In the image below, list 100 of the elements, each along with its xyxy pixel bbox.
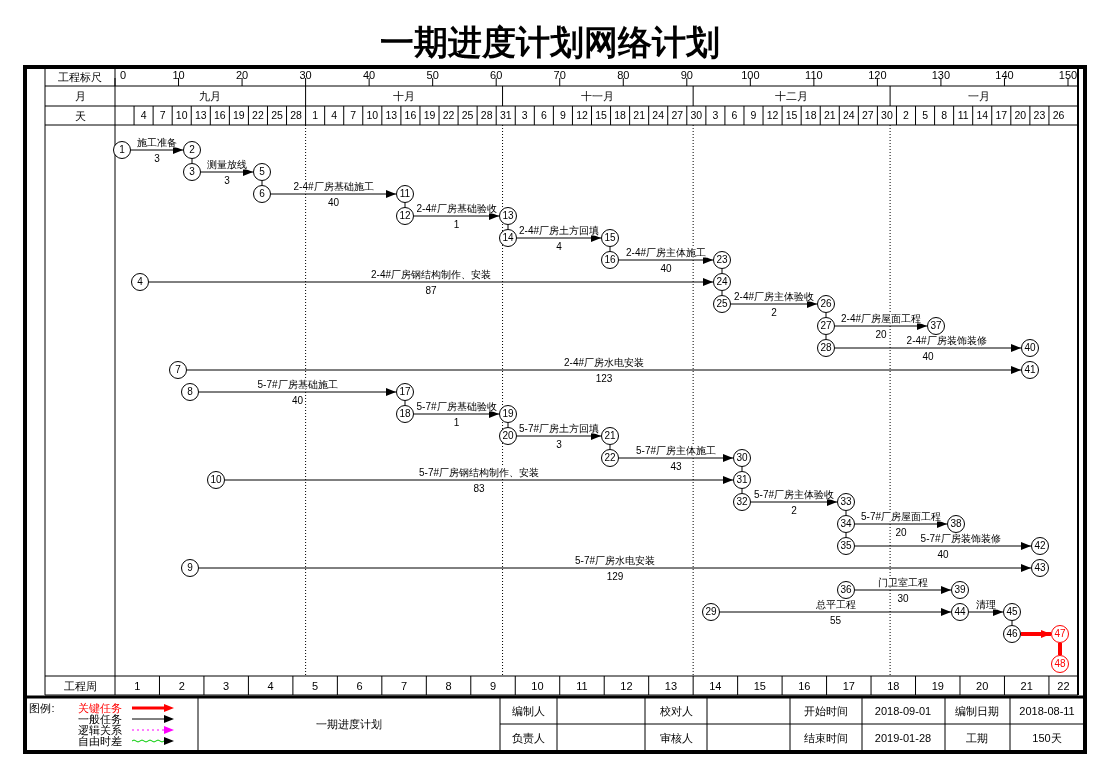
event-circle: 27: [817, 317, 835, 335]
edge-label: 5-7#厂房基础施工: [256, 378, 339, 390]
day-label: 24: [842, 109, 855, 122]
scale-number: 10: [172, 68, 185, 82]
event-circle: 7: [169, 361, 187, 379]
day-label: 24: [652, 109, 665, 122]
connector-line: [1058, 643, 1062, 655]
arrow: [516, 234, 602, 242]
day-label: 31: [499, 109, 512, 122]
week-number: 22: [1057, 679, 1070, 692]
duration-label: 20: [875, 328, 887, 340]
month-label: 一月: [968, 89, 991, 103]
arrow: [618, 256, 714, 264]
event-circle: 40: [1021, 339, 1039, 357]
event-circle: 48: [1051, 655, 1069, 673]
event-circle: 12: [396, 207, 414, 225]
event-circle: 38: [947, 515, 965, 533]
event-circle: 19: [499, 405, 517, 423]
week-number: 10: [531, 679, 544, 692]
week-number: 18: [887, 679, 900, 692]
day-label: 27: [671, 109, 684, 122]
edge-label: 2-4#厂房土方回填: [518, 224, 600, 236]
scale-number: 80: [617, 68, 630, 82]
event-circle: 16: [601, 251, 619, 269]
edge-label: 5-7#厂房主体施工: [635, 444, 717, 456]
day-label: 30: [881, 109, 893, 122]
field-label: 审核人: [659, 731, 693, 745]
day-label: 13: [194, 109, 207, 122]
event-circle: 39: [951, 581, 969, 599]
day-label: 10: [366, 109, 379, 122]
duration-label: 40: [660, 262, 672, 274]
duration-label: 43: [670, 460, 682, 472]
duration-label: 40: [327, 196, 340, 208]
connector-line: [609, 246, 611, 252]
event-circle: 14: [499, 229, 517, 247]
connector-line: [507, 422, 509, 428]
arrow: [148, 278, 714, 286]
day-label: 13: [385, 109, 398, 122]
row-header: 月: [74, 89, 86, 103]
duration-label: 2: [771, 306, 777, 318]
day-label: 14: [976, 109, 989, 122]
week-number: 5: [312, 679, 319, 692]
arrow: [834, 344, 1022, 352]
scale-number: 150: [1058, 68, 1078, 82]
duration-label: 123: [595, 372, 613, 384]
day-label: 6: [731, 109, 738, 122]
event-circle: 17: [396, 383, 414, 401]
edge-label: 5-7#厂房装饰装修: [919, 532, 1002, 544]
day-label: 9: [750, 109, 757, 122]
week-number: 12: [620, 679, 633, 692]
week-number: 21: [1020, 679, 1033, 692]
scale-number: 130: [931, 68, 951, 82]
edge-label: 2-4#厂房屋面工程: [840, 312, 922, 324]
scale-number: 90: [680, 68, 693, 82]
connector-line: [261, 180, 263, 186]
day-label: 15: [785, 109, 798, 122]
event-circle: 29: [702, 603, 720, 621]
arrow: [413, 212, 500, 220]
day-label: 16: [214, 109, 226, 122]
edge-label: 5-7#厂房钢结构制作、安装: [418, 466, 540, 478]
event-circle: 2: [183, 141, 201, 159]
arrow: [516, 432, 602, 440]
arrow: [413, 410, 500, 418]
day-label: 25: [461, 109, 474, 122]
event-circle: 23: [713, 251, 731, 269]
event-circle: 32: [733, 493, 751, 511]
edge-label: 2-4#厂房钢结构制作、安装: [370, 268, 492, 280]
event-circle: 35: [837, 537, 855, 555]
row-header: 工程标尺: [58, 70, 102, 84]
day-label: 18: [614, 109, 626, 122]
edge-label: 2-4#厂房装饰装修: [905, 334, 988, 346]
field-value: 2018-09-01: [874, 704, 932, 718]
duration-label: 83: [473, 482, 485, 494]
week-number: 11: [576, 679, 588, 692]
week-number: 8: [445, 679, 452, 692]
edge-label: 2-4#厂房水电安装: [563, 356, 645, 368]
day-label: 28: [290, 109, 302, 122]
month-label: 九月: [199, 89, 222, 103]
day-label: 25: [271, 109, 283, 122]
field-label: 工期: [966, 731, 988, 745]
arrow: [186, 366, 1022, 374]
connector-line: [721, 290, 723, 296]
day-label: 19: [423, 109, 436, 122]
event-circle: 1: [113, 141, 131, 159]
row-header: 天: [74, 109, 86, 122]
connector-line: [721, 268, 723, 274]
day-label: 21: [633, 109, 645, 122]
event-circle: 18: [396, 405, 414, 423]
edge-label: 2-4#厂房基础验收: [415, 202, 498, 214]
field-label: 负责人: [511, 731, 545, 745]
day-label: 12: [766, 109, 779, 122]
week-number: 19: [931, 679, 944, 692]
duration-label: 2: [791, 504, 797, 516]
day-label: 7: [350, 109, 357, 122]
event-circle: 47: [1051, 625, 1069, 643]
day-label: 1: [312, 109, 319, 122]
event-circle: 3: [183, 163, 201, 181]
scale-number: 60: [490, 68, 503, 82]
day-label: 3: [521, 109, 528, 122]
day-label: 3: [712, 109, 719, 122]
